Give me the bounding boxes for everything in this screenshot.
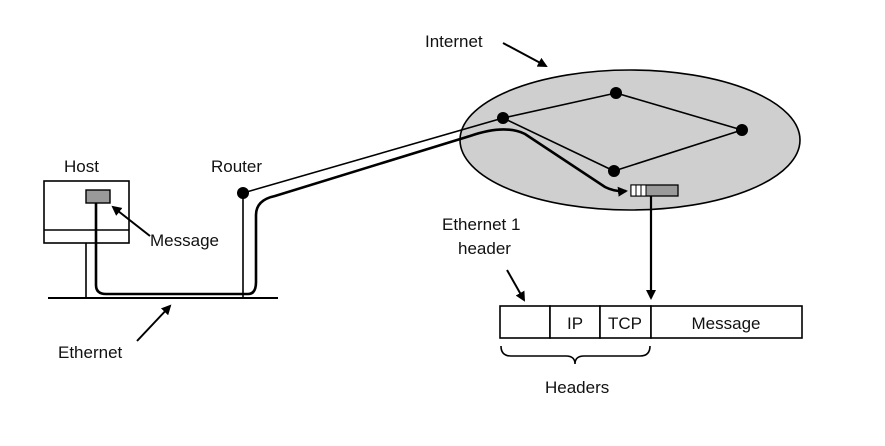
message-path — [94, 128, 628, 296]
internet-cloud — [459, 69, 801, 211]
internet-node — [608, 165, 620, 177]
ethernet1-header-arrow — [506, 269, 525, 302]
packet-field-tcp — [599, 305, 652, 339]
router-node — [237, 187, 249, 199]
headers-brace — [500, 345, 651, 365]
packet-field-label-tcp: TCP — [608, 314, 642, 333]
packet-in-transit — [630, 184, 679, 197]
internet-label: Internet — [425, 32, 483, 51]
ethernet1-header-label-line1: Ethernet 1 — [442, 215, 520, 234]
message-label-arrow — [111, 205, 151, 237]
router-internet-link — [242, 117, 504, 194]
packet-field-label-message: Message — [692, 314, 761, 333]
packet-field-ethernet — [499, 305, 551, 339]
internet-node — [610, 87, 622, 99]
packet-field-message — [650, 305, 803, 339]
message-box — [85, 189, 111, 204]
internet-label-arrow — [502, 42, 548, 67]
packet-field-ip — [549, 305, 601, 339]
message-label: Message — [150, 231, 219, 250]
ethernet-label: Ethernet — [58, 343, 123, 362]
ethernet-label-arrow — [136, 304, 172, 342]
host-label: Host — [64, 157, 99, 176]
router-label: Router — [211, 157, 262, 176]
internet-node — [736, 124, 748, 136]
packet-field-label-ip: IP — [567, 314, 583, 333]
ethernet1-header-label-line2: header — [458, 239, 511, 258]
headers-label: Headers — [545, 378, 609, 397]
packet-structure — [499, 305, 803, 339]
internet-links — [502, 92, 743, 172]
